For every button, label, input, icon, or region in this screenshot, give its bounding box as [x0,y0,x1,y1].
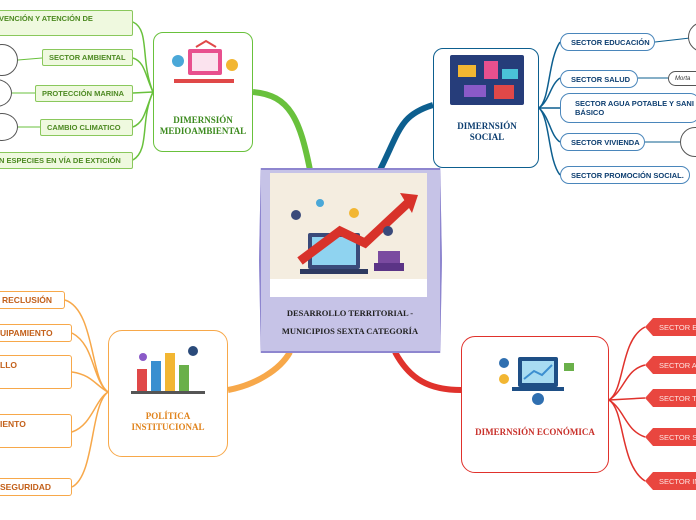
sector-salud[interactable]: SECTOR SALUD [560,70,638,88]
pol-seguridad-label: SEGURIDAD [0,482,52,492]
pol-reclusion[interactable]: RECLUSIÓN [0,291,65,309]
econ-sector-5[interactable]: SECTOR IN [645,472,696,490]
salud-sub-node[interactable]: Morta [668,71,696,86]
political-institutional-node[interactable]: POLÍTICA INSTITUCIONAL [108,330,228,457]
pol-fortalecimiento-label: IENTO [0,419,26,429]
econ-sector-4[interactable]: SECTOR S [645,428,696,446]
env-especies-label: N ESPECIES EN VÍA DE EXTICIÓN [0,156,121,165]
env-sector-ambiental-label: SECTOR AMBIENTAL [49,53,126,62]
social-title: DIMERNSIÓN SOCIAL [457,121,517,143]
econ-sector-5-label: SECTOR IN [659,476,696,486]
econ-sector-3-label: SECTOR T [659,393,696,403]
central-subtitle: MUNICIPIOS SEXTA CATEGORÍA [281,326,419,336]
env-prevencion-label: VENCIÓN Y ATENCIÓN DE [0,14,93,23]
central-title: DESARROLLO TERRITORIAL - [286,308,414,318]
pol-desarrollo-label: LLO [0,360,17,370]
salud-note: Morta [675,75,691,82]
econ-sector-2[interactable]: SECTOR A [645,356,696,374]
economic-title: DIMERNSIÓN ECONÓMICA [475,427,595,437]
env-sector-ambiental[interactable]: SECTOR AMBIENTAL [42,49,133,66]
environment-dimension-node[interactable]: DIMERNSIÓN MEDIOAMBIENTAL [153,32,253,152]
pol-desarrollo[interactable]: LLO [0,355,72,389]
econ-sector-3[interactable]: SECTOR T [645,389,696,407]
env-proteccion-marina-label: PROTECCIÓN MARINA [42,89,125,98]
social-illustration [450,55,524,105]
sector-salud-label: SECTOR SALUD [571,74,631,84]
sector-educacion-label: SECTOR EDUCACIÓN [571,37,650,47]
environment-illustration [172,39,238,83]
political-illustration [131,346,205,394]
env-cambio-climatico[interactable]: CAMBIO CLIMATICO [40,119,133,136]
sector-vivienda-label: SECTOR VIVIENDA [571,137,640,147]
econ-sector-4-label: SECTOR S [659,432,696,442]
pol-fortalecimiento[interactable]: IENTO [0,414,72,448]
economic-illustration [499,357,574,405]
econ-sector-1-label: SECTOR E [659,322,696,332]
sector-vivienda[interactable]: SECTOR VIVIENDA [560,133,645,151]
sector-agua-potable[interactable]: SECTOR AGUA POTABLE Y SANI BÁSICO [560,93,696,123]
pol-reclusion-label: RECLUSIÓN [2,295,53,305]
sector-agua-label: SECTOR AGUA POTABLE Y SANI BÁSICO [575,98,694,117]
pol-equipamiento[interactable]: UIPAMIENTO [0,324,72,342]
env-proteccion-marina[interactable]: PROTECCIÓN MARINA [35,85,133,102]
sector-educacion[interactable]: SECTOR EDUCACIÓN [560,33,655,51]
sector-promocion-label: SECTOR PROMOCIÓN SOCIAL. [571,170,684,180]
pol-seguridad[interactable]: SEGURIDAD [0,478,72,496]
econ-sector-1[interactable]: SECTOR E [645,318,696,336]
env-especies-extincion[interactable]: N ESPECIES EN VÍA DE EXTICIÓN [0,152,133,169]
env-prevencion[interactable]: VENCIÓN Y ATENCIÓN DE [0,10,133,36]
political-title: POLÍTICA INSTITUCIONAL [131,411,205,433]
econ-sector-2-label: SECTOR A [659,360,696,370]
economic-dimension-node[interactable]: DIMERNSIÓN ECONÓMICA [461,336,609,473]
env-cambio-climatico-label: CAMBIO CLIMATICO [47,123,121,132]
social-dimension-node[interactable]: DIMERNSIÓN SOCIAL [433,48,539,168]
central-illustration [270,173,427,297]
sector-promocion-social[interactable]: SECTOR PROMOCIÓN SOCIAL. [560,166,690,184]
pol-equipamiento-label: UIPAMIENTO [0,328,53,338]
environment-title: DIMERNSIÓN MEDIOAMBIENTAL [159,115,247,137]
